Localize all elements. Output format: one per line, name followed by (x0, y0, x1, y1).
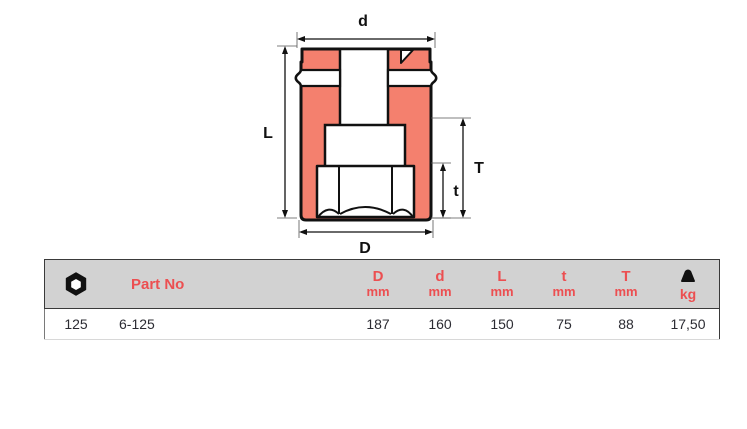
table-header-row: Part No D mm d mm L (44, 259, 720, 309)
dimension-label-T: T (474, 160, 484, 177)
dimension-t (431, 162, 451, 219)
header-weight: kg (657, 259, 720, 309)
header-D-unit: mm (366, 284, 390, 300)
internal-step-chamber (323, 123, 407, 169)
header-d-symbol: d (435, 268, 445, 286)
header-D-symbol: D (372, 268, 384, 286)
header-L-symbol: L (497, 268, 507, 286)
header-t: t mm (533, 259, 595, 309)
cell-t: 75 (533, 308, 595, 340)
hex-socket-opening (315, 164, 416, 219)
dimension-d (296, 32, 436, 48)
technical-drawing: d L (255, 6, 505, 256)
spec-table-element: Part No D mm d mm L (44, 259, 720, 340)
header-T: T mm (595, 259, 657, 309)
header-weight-unit: kg (679, 285, 697, 302)
weight-icon (677, 268, 699, 285)
header-d: d mm (409, 259, 471, 309)
groove-left (294, 68, 342, 88)
cell-d: 160 (409, 308, 471, 340)
header-T-symbol: T (621, 268, 631, 286)
hex-chamfer-arc-right (392, 208, 414, 218)
dimension-T (431, 117, 471, 219)
header-T-unit: mm (614, 284, 638, 300)
groove-right (386, 68, 438, 88)
header-L: L mm (471, 259, 533, 309)
cell-weight: 17,50 (657, 308, 720, 340)
specification-table: Part No D mm d mm L (44, 259, 720, 340)
header-t-symbol: t (561, 268, 567, 286)
dimension-D (298, 220, 434, 238)
cell-D: 187 (347, 308, 409, 340)
cell-L: 150 (471, 308, 533, 340)
header-L-unit: mm (490, 284, 514, 300)
dimension-label-t: t (453, 183, 459, 200)
dimension-label-D: D (359, 240, 371, 256)
dimension-L (277, 45, 297, 219)
hex-nut-icon (45, 272, 107, 296)
cell-size: 125 (44, 308, 107, 340)
header-D: D mm (347, 259, 409, 309)
hex-chamfer-arc-center (339, 206, 392, 215)
header-part-no-label: Part No (131, 275, 185, 293)
dimension-label-L: L (263, 125, 273, 142)
header-d-unit: mm (428, 284, 452, 300)
drawing-svg: d L (263, 13, 484, 256)
top-right-chamfer (400, 49, 414, 64)
hex-chamfer-arc-left (317, 208, 340, 218)
header-part-no: Part No (107, 259, 347, 309)
dimension-label-d: d (358, 13, 368, 30)
table-header: Part No D mm d mm L (44, 259, 720, 309)
table-row[interactable]: 125 6-125 187 160 150 75 88 17,50 (44, 308, 720, 340)
header-t-unit: mm (552, 284, 576, 300)
table-body: 125 6-125 187 160 150 75 88 17,50 (44, 308, 720, 340)
cell-T: 88 (595, 308, 657, 340)
cell-part-no: 6-125 (107, 308, 347, 340)
socket-body (294, 47, 438, 222)
square-drive-bore (338, 47, 390, 128)
header-size (44, 259, 107, 309)
